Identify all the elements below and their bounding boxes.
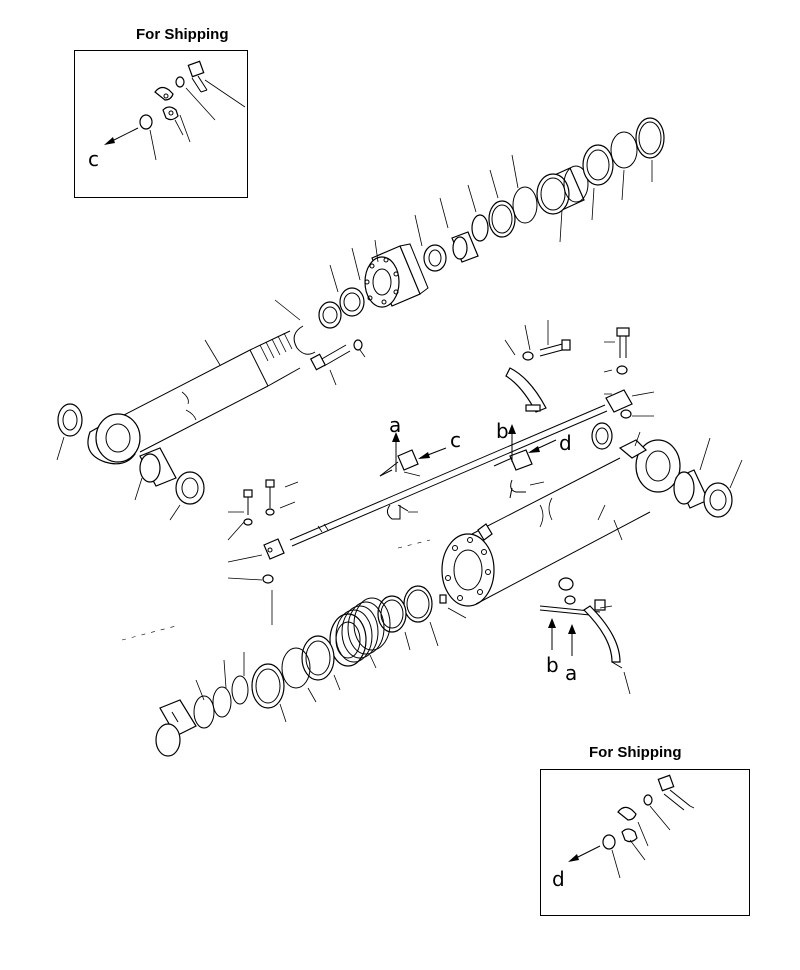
arrow-icon xyxy=(104,137,115,145)
inset-top-parts: c xyxy=(88,60,246,171)
seal-set xyxy=(121,539,439,757)
pipe-label-c-upper: c xyxy=(450,428,461,452)
rod-assembly xyxy=(56,117,665,521)
inset-bottom-title: For Shipping xyxy=(589,744,682,761)
inset-bottom-parts: d xyxy=(552,774,695,891)
bellows-packing xyxy=(329,597,391,667)
inset-top-title: For Shipping xyxy=(136,26,229,43)
arrow-icon xyxy=(508,424,516,434)
arrow-icon xyxy=(568,854,579,862)
piston xyxy=(536,165,589,215)
arrow-icon xyxy=(548,618,556,628)
end-cap xyxy=(155,699,197,757)
pipe-label-a-upper: a xyxy=(389,413,401,437)
cylinder-head xyxy=(364,243,429,308)
inset-top-clamp xyxy=(154,86,179,121)
pipe-label-a-lower: a xyxy=(565,661,577,685)
arrow-icon xyxy=(568,624,576,634)
inset-top-washer xyxy=(175,76,185,88)
pipe-label-d-upper: d xyxy=(559,431,572,455)
arrow-icon xyxy=(528,446,540,453)
inset-top-bolt xyxy=(187,60,208,93)
arrow-icon xyxy=(418,452,430,459)
inset-bottom-arrow-label: d xyxy=(552,867,565,891)
shipping-inset-top xyxy=(74,50,248,198)
inset-top-arrow-label: c xyxy=(88,147,99,171)
cylinder-tube xyxy=(439,422,743,619)
shipping-inset-bottom xyxy=(540,769,750,916)
inset-top-ring xyxy=(139,114,153,130)
pipe-label-b-lower: b xyxy=(546,653,559,677)
pipe-assembly: a c b d xyxy=(227,320,655,625)
arrow-icon xyxy=(392,432,400,442)
pipe-label-b-upper: b xyxy=(496,419,509,443)
lower-bracket: b a xyxy=(539,577,631,695)
